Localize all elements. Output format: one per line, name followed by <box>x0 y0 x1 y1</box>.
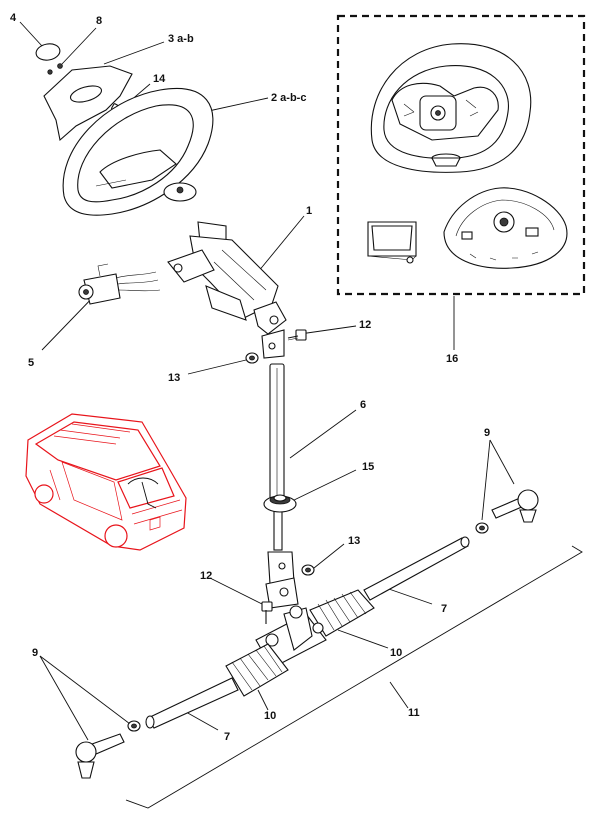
callout-labels: 4 8 3 a-b 14 2 a-b-c 1 5 12 13 16 6 15 9… <box>10 12 490 743</box>
callout-16: 16 <box>446 353 458 365</box>
callout-9-left: 9 <box>32 647 38 659</box>
ignition-switch-part-5 <box>78 263 161 305</box>
nut-part-13-lower <box>301 564 315 576</box>
callout-12-upper: 12 <box>359 319 371 331</box>
horn-plate-part-3 <box>43 65 133 142</box>
callout-13-lower: 13 <box>348 535 360 547</box>
callout-7-left: 7 <box>224 731 230 743</box>
callout-5: 5 <box>28 357 34 369</box>
lower-universal-joint <box>265 551 299 609</box>
tie-rod-end-part-9-right <box>475 489 539 534</box>
callout-9-right: 9 <box>484 427 490 439</box>
callout-1: 1 <box>306 205 312 217</box>
callout-8: 8 <box>96 15 102 27</box>
callout-13-upper: 13 <box>168 372 180 384</box>
vehicle-location-thumbnail <box>25 413 187 551</box>
steering-rack-part-11 <box>145 536 470 729</box>
callout-4: 4 <box>10 12 17 24</box>
callout-15: 15 <box>362 461 374 473</box>
upper-steering-parts <box>35 43 307 364</box>
steering-wheel-part-2 <box>62 88 214 216</box>
nut-part-13-upper <box>245 352 259 364</box>
callout-6: 6 <box>360 399 366 411</box>
callout-11: 11 <box>408 707 420 719</box>
callout-14: 14 <box>153 73 166 85</box>
callout-7-right: 7 <box>441 603 447 615</box>
callout-3: 3 a-b <box>168 33 194 45</box>
callout-12-lower: 12 <box>200 570 212 582</box>
callout-2: 2 a-b-c <box>271 92 306 104</box>
callout-10-left: 10 <box>264 710 276 722</box>
seal-part-15 <box>263 494 297 513</box>
ring-part-4 <box>35 43 61 61</box>
alternative-wheel-box <box>336 14 586 296</box>
nut-part-8 <box>57 63 63 69</box>
bolt-part-12-lower <box>261 601 273 624</box>
intermediate-shaft-part-6 <box>269 363 285 551</box>
leader-lines <box>19 21 583 809</box>
callout-10-right: 10 <box>390 647 402 659</box>
airbag-module <box>367 221 417 264</box>
steering-column-part-1 <box>167 221 287 359</box>
steering-hub-cover <box>443 187 568 269</box>
airbag-steering-wheel <box>370 43 532 173</box>
boot-part-10-left <box>225 643 289 697</box>
tie-rod-end-part-9-left <box>75 720 141 779</box>
bolt-part-12-upper <box>287 329 307 341</box>
